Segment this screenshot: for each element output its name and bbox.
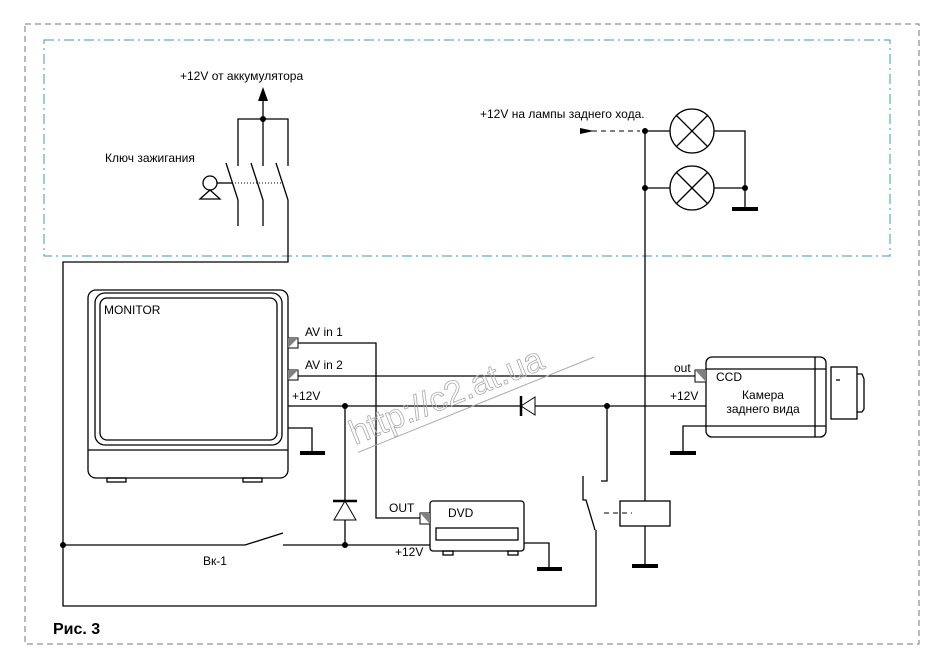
camera-ccd-label: CCD	[716, 370, 742, 384]
camera-out-label: out	[674, 361, 691, 375]
ground-icon	[300, 451, 325, 455]
switch-label: Вк-1	[203, 554, 227, 568]
av-in-2-label: AV in 2	[305, 358, 343, 372]
dvd-player	[419, 500, 562, 571]
figure-caption: Рис. 3	[53, 621, 100, 638]
diode-icon	[519, 396, 536, 416]
arrow-up-icon	[258, 87, 268, 101]
key-icon	[202, 175, 218, 191]
camera-name-line2: заднего вида	[726, 402, 800, 416]
ground-icon	[670, 451, 696, 455]
av-in-1-label: AV in 1	[305, 325, 343, 339]
av-in-2-connector	[287, 369, 299, 381]
vehicle-zone-border	[43, 39, 891, 257]
dvd-12v-label: +12V	[395, 545, 423, 559]
dvd-out-label: OUT	[389, 501, 415, 515]
lamp-icon	[669, 165, 715, 211]
reverse-lamps	[580, 108, 758, 501]
ignition-key-label: Ключ зажигания	[105, 151, 195, 165]
rear-camera	[670, 356, 865, 455]
ground-icon	[732, 207, 758, 211]
monitor	[87, 289, 325, 483]
outer-border	[24, 23, 920, 645]
diode-icon	[333, 499, 357, 521]
ignition-switch	[62, 87, 597, 607]
lamp-icon	[669, 108, 715, 154]
watermark: http://c2.at.ua	[343, 340, 595, 453]
dvd-out-connector	[419, 512, 431, 525]
camera-12v-label: +12V	[670, 389, 698, 403]
dvd-label: DVD	[448, 506, 474, 520]
battery-label: +12V от аккумулятора	[180, 69, 303, 83]
monitor-12v-label: +12V	[292, 389, 320, 403]
ground-icon	[632, 564, 658, 568]
svg-text:http://c2.at.ua: http://c2.at.ua	[344, 340, 549, 452]
relay	[582, 476, 671, 568]
reverse-lamps-label: +12V на лампы заднего хода.	[480, 107, 645, 121]
ground-icon	[537, 567, 562, 571]
av-in-1-connector	[287, 337, 299, 349]
camera-out-connector	[694, 369, 707, 383]
camera-name-line1: Камера	[742, 388, 784, 402]
monitor-label: MONITOR	[104, 303, 161, 317]
